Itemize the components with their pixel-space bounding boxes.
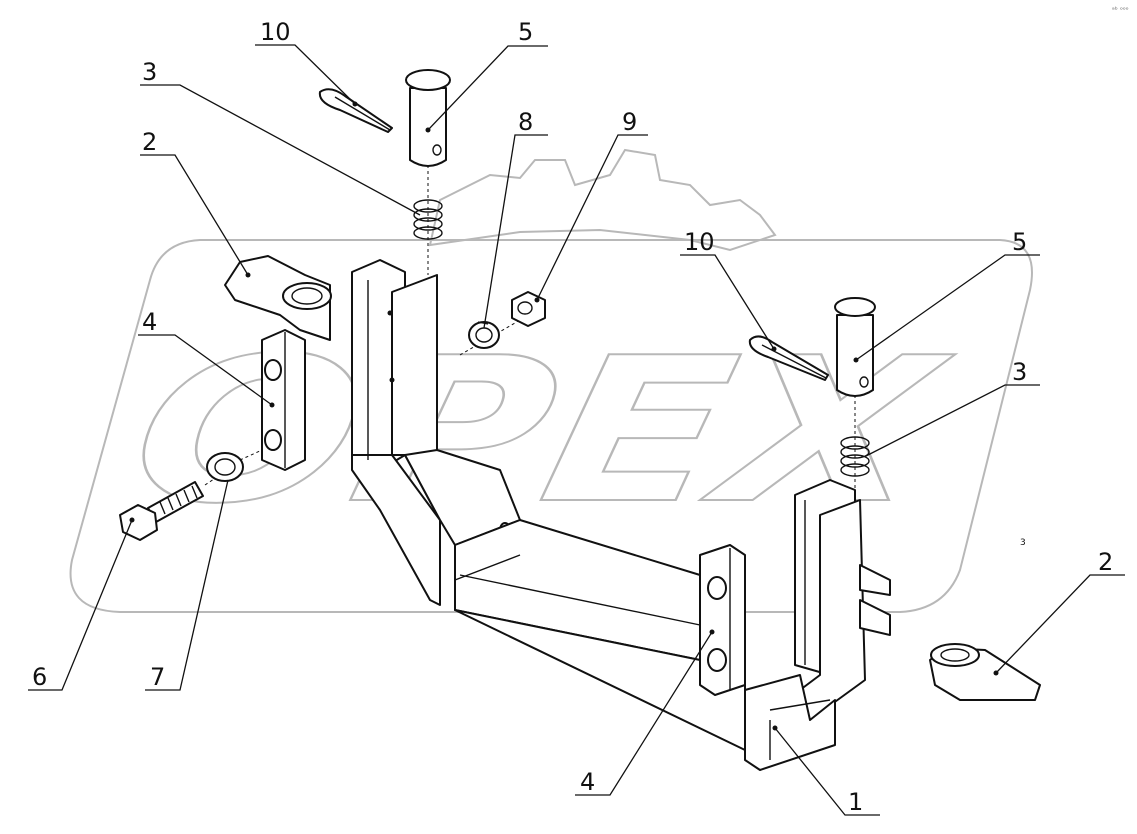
- part-2-lever-right: [929, 643, 1041, 701]
- callout-4-lower: 4: [580, 768, 595, 796]
- part-8-spring-washer: [468, 321, 500, 349]
- part-6-bolt: [119, 481, 204, 541]
- callout-10-right: 10: [684, 228, 715, 256]
- callout-5-right: 5: [1012, 228, 1027, 256]
- corner-mark: ᵃᵇ ᵒᵒᵒ: [1112, 6, 1129, 14]
- stray-mark: 3: [1020, 538, 1026, 548]
- callout-3-top: 3: [142, 58, 157, 86]
- watermark-gear: [428, 148, 777, 252]
- part-9-nut: [511, 291, 546, 327]
- callout-10-top: 10: [260, 18, 291, 46]
- part-4-bar-upper: [261, 329, 306, 471]
- callout-3-right: 3: [1012, 358, 1027, 386]
- part-7-washer: [206, 452, 244, 482]
- callout-1: 1: [848, 788, 863, 816]
- part-1-frame: [351, 259, 891, 771]
- callout-2-right: 2: [1098, 548, 1113, 576]
- axis-lines: [204, 165, 856, 500]
- leader-lines: [28, 44, 1125, 816]
- callout-labels: 10 5 3 2 8 9 4 10 5 3 2 6 7 4 1 3: [32, 18, 1113, 816]
- part-3-spring-right: [840, 436, 870, 477]
- callout-8: 8: [518, 108, 533, 136]
- part-4-bar-lower: [699, 544, 746, 696]
- part-5-pin-right: [834, 297, 876, 397]
- callout-7: 7: [150, 663, 165, 691]
- callout-6: 6: [32, 663, 47, 691]
- part-3-spring-top: [413, 199, 443, 240]
- callout-9: 9: [622, 108, 637, 136]
- part-2-lever-upper: [224, 255, 332, 341]
- callout-4-upper: 4: [142, 308, 157, 336]
- callout-2-top: 2: [142, 128, 157, 156]
- part-5-pin-top: [405, 69, 451, 167]
- part-10-cotter-top: [318, 88, 393, 133]
- callout-5-top: 5: [518, 18, 533, 46]
- watermark-oval: [69, 239, 1033, 613]
